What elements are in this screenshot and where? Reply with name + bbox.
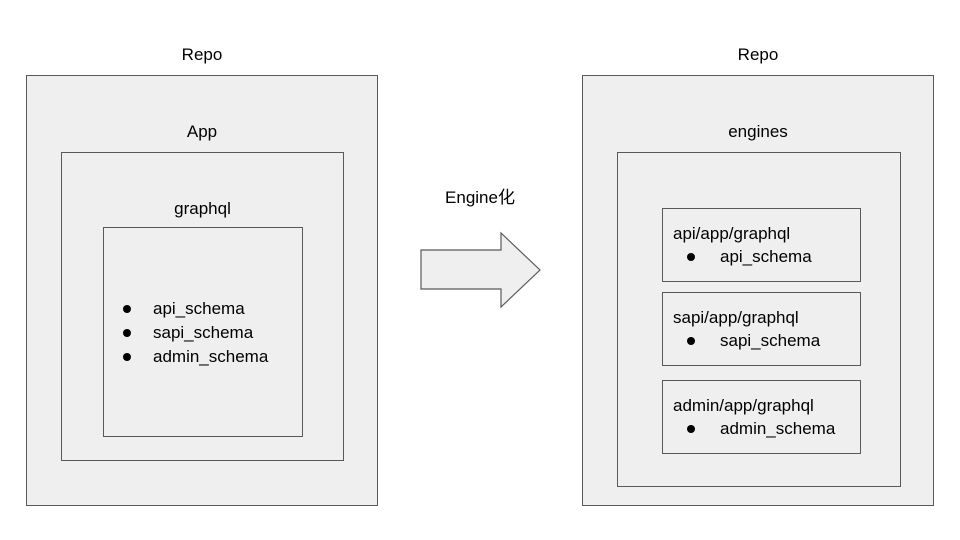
right-arrow-icon bbox=[420, 231, 541, 309]
engine-box-admin: admin/app/graphql admin_schema bbox=[662, 380, 861, 454]
engine-box-sapi: sapi/app/graphql sapi_schema bbox=[662, 292, 861, 366]
right-engines-box: api/app/graphql api_schema sapi/app/grap… bbox=[617, 152, 901, 487]
right-repo-title: Repo bbox=[737, 45, 779, 64]
list-item: sapi_schema bbox=[121, 321, 268, 345]
engine-schema-list: api_schema bbox=[685, 245, 812, 269]
engine-box-api: api/app/graphql api_schema bbox=[662, 208, 861, 282]
left-app-box: graphql api_schema sapi_schema admin_sch… bbox=[61, 152, 344, 461]
list-item: api_schema bbox=[685, 245, 812, 269]
engine-schema-list: admin_schema bbox=[685, 417, 835, 441]
arrow-label: Engine化 bbox=[445, 188, 515, 207]
engine-schema-list: sapi_schema bbox=[685, 329, 820, 353]
list-item: admin_schema bbox=[685, 417, 835, 441]
list-item: sapi_schema bbox=[685, 329, 820, 353]
engine-path: sapi/app/graphql bbox=[673, 308, 799, 327]
list-item: admin_schema bbox=[121, 345, 268, 369]
list-item: api_schema bbox=[121, 297, 268, 321]
right-repo-box: engines api/app/graphql api_schema sapi/… bbox=[582, 75, 934, 506]
left-repo-box: App graphql api_schema sapi_schema admin… bbox=[26, 75, 378, 506]
left-graphql-box: api_schema sapi_schema admin_schema bbox=[103, 227, 303, 437]
engine-path: admin/app/graphql bbox=[673, 396, 814, 415]
left-graphql-title: graphql bbox=[174, 199, 231, 218]
left-app-title: App bbox=[186, 122, 218, 141]
left-repo-title: Repo bbox=[181, 45, 223, 64]
engine-path: api/app/graphql bbox=[673, 224, 791, 243]
left-schema-list: api_schema sapi_schema admin_schema bbox=[121, 297, 268, 369]
right-engines-title: engines bbox=[728, 122, 788, 141]
